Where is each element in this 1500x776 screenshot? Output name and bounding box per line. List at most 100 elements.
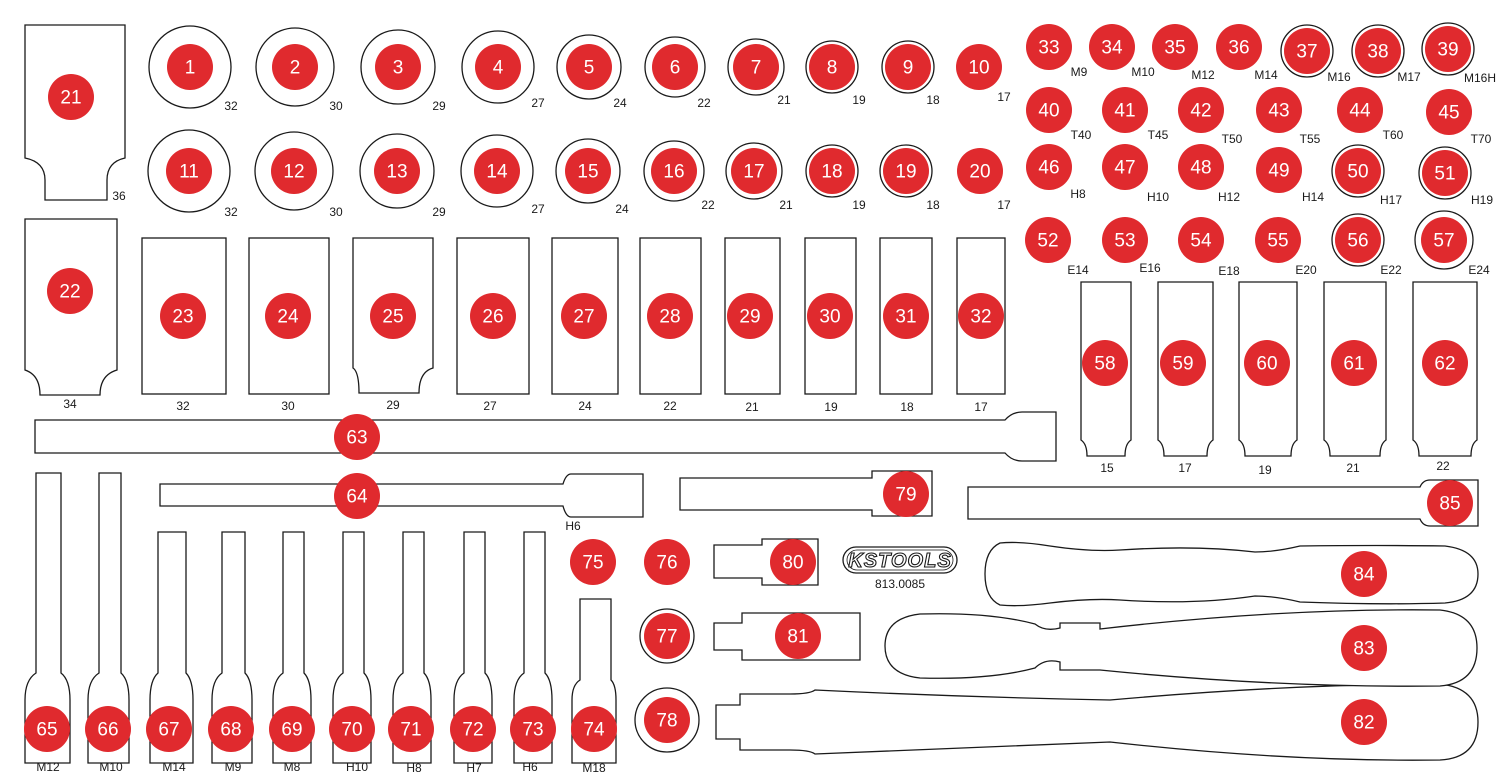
position-number-40: 40	[1038, 101, 1059, 122]
size-label-25: 29	[386, 398, 400, 412]
position-marker-12	[271, 148, 317, 194]
position-marker-7	[733, 44, 779, 90]
position-number-73: 73	[522, 720, 543, 741]
size-label-36: M14	[1254, 68, 1278, 82]
position-number-61: 61	[1343, 354, 1364, 375]
size-label-74: M18	[582, 761, 606, 775]
position-marker-17	[731, 148, 777, 194]
size-label-26: 27	[483, 399, 497, 413]
position-marker-31	[883, 293, 929, 339]
size-label-68: M9	[225, 760, 242, 774]
position-number-7: 7	[751, 58, 762, 79]
size-label-29: 21	[745, 400, 759, 414]
position-marker-42	[1178, 87, 1224, 133]
size-label-50: H17	[1380, 193, 1402, 207]
position-marker-73	[510, 706, 556, 752]
position-number-63: 63	[346, 428, 367, 449]
cutout-63	[34, 411, 1057, 462]
position-marker-56	[1335, 217, 1381, 263]
size-label-2: 30	[329, 99, 343, 113]
position-marker-24	[265, 293, 311, 339]
position-number-71: 71	[400, 720, 421, 741]
cutout-64	[159, 473, 644, 518]
position-number-84: 84	[1353, 565, 1375, 586]
position-number-14: 14	[486, 162, 508, 183]
size-label-59: 17	[1178, 461, 1192, 475]
position-marker-57	[1421, 217, 1467, 263]
article-number: 813.0085	[875, 577, 925, 591]
size-label-69: M8	[284, 760, 301, 774]
position-marker-69	[269, 706, 315, 752]
position-number-46: 46	[1038, 158, 1059, 179]
size-label-17: 21	[779, 198, 793, 212]
position-marker-32	[958, 293, 1004, 339]
size-label-20: 17	[997, 198, 1011, 212]
position-marker-77	[644, 613, 690, 659]
position-number-80: 80	[782, 553, 803, 574]
position-marker-62	[1422, 340, 1468, 386]
position-marker-85	[1427, 480, 1473, 526]
position-number-17: 17	[743, 162, 764, 183]
position-number-42: 42	[1190, 101, 1211, 122]
size-label-52: E14	[1067, 263, 1089, 277]
position-marker-61	[1331, 340, 1377, 386]
position-number-51: 51	[1434, 164, 1455, 185]
position-number-31: 31	[895, 307, 916, 328]
logo-text: KSTOOLS	[848, 550, 951, 572]
position-marker-21	[48, 74, 94, 120]
position-number-18: 18	[821, 162, 842, 183]
position-number-70: 70	[341, 720, 362, 741]
position-marker-37	[1284, 28, 1330, 74]
size-label-58: 15	[1100, 461, 1114, 475]
position-number-39: 39	[1437, 40, 1458, 61]
ks-tools-logo: KSTOOLS	[842, 546, 958, 574]
tool-cutouts	[24, 22, 1479, 764]
position-number-82: 82	[1353, 713, 1374, 734]
position-number-1: 1	[185, 58, 196, 79]
position-number-64: 64	[346, 487, 368, 508]
position-number-62: 62	[1434, 354, 1455, 375]
position-number-65: 65	[36, 720, 57, 741]
position-number-28: 28	[659, 307, 680, 328]
position-marker-67	[146, 706, 192, 752]
position-marker-28	[647, 293, 693, 339]
position-marker-8	[809, 44, 855, 90]
position-number-4: 4	[493, 58, 504, 79]
position-number-83: 83	[1353, 639, 1374, 660]
position-marker-25	[370, 293, 416, 339]
size-label-61: 21	[1346, 461, 1360, 475]
position-number-78: 78	[656, 711, 677, 732]
position-marker-75	[570, 539, 616, 585]
size-label-34: M10	[1131, 65, 1155, 79]
position-number-6: 6	[670, 58, 681, 79]
size-label-35: M12	[1191, 68, 1215, 82]
position-number-5: 5	[584, 58, 595, 79]
position-number-75: 75	[582, 553, 603, 574]
position-marker-16	[651, 148, 697, 194]
size-label-66: M10	[99, 760, 123, 774]
size-label-23: 32	[176, 399, 190, 413]
size-label-43: T55	[1300, 132, 1321, 146]
position-number-30: 30	[819, 307, 840, 328]
size-label-32: 17	[974, 400, 988, 414]
position-marker-3	[375, 44, 421, 90]
size-label-45: T70	[1471, 132, 1492, 146]
position-marker-53	[1102, 217, 1148, 263]
position-number-35: 35	[1164, 38, 1185, 59]
position-marker-55	[1255, 217, 1301, 263]
position-marker-79	[883, 471, 929, 517]
position-marker-60	[1244, 340, 1290, 386]
position-number-38: 38	[1367, 42, 1388, 63]
position-marker-68	[208, 706, 254, 752]
position-number-77: 77	[656, 627, 677, 648]
size-label-49: H14	[1302, 190, 1324, 204]
cutout-66	[87, 472, 130, 764]
position-marker-59	[1160, 340, 1206, 386]
size-label-1: 32	[224, 99, 238, 113]
position-number-34: 34	[1101, 38, 1123, 59]
size-label-7: 21	[777, 93, 791, 107]
position-number-57: 57	[1433, 231, 1454, 252]
position-marker-66	[85, 706, 131, 752]
